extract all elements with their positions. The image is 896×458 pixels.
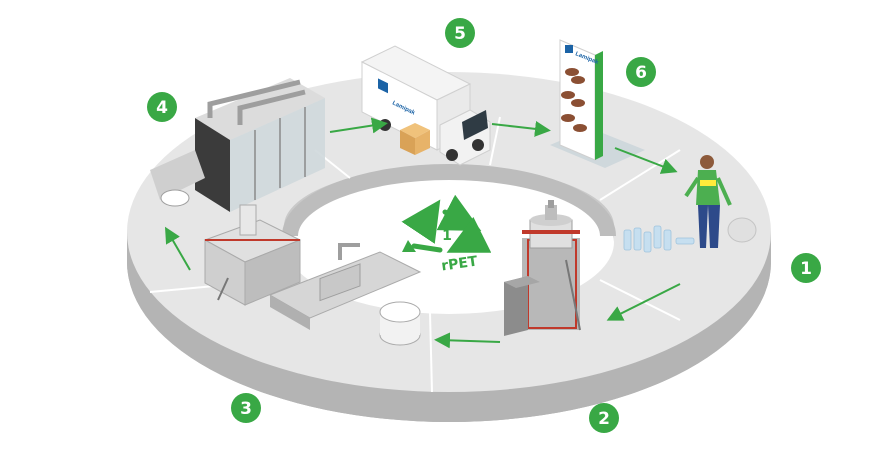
- arrow-6-to-1: [614, 147, 678, 174]
- resin-code: 1: [442, 228, 452, 244]
- reactor-tower: [504, 200, 581, 336]
- bottle-collection: [623, 155, 757, 253]
- svg-text:6: 6: [635, 63, 647, 83]
- display-logo-icon: [565, 45, 573, 53]
- arrow-2-to-3: [434, 332, 501, 349]
- thermoforming-machine: [150, 78, 325, 212]
- step-badge-1: 1: [791, 253, 821, 283]
- delivery-truck: Lamipak: [360, 45, 491, 166]
- product-cups: [561, 68, 587, 132]
- brand-logo-icon: [378, 78, 388, 94]
- step-badge-3: 3: [231, 393, 261, 423]
- svg-text:5: 5: [454, 24, 466, 44]
- step-badge-6: 6: [626, 57, 656, 87]
- arrow-4-to-5: [329, 117, 388, 134]
- retail-display: Lamipak: [550, 39, 645, 168]
- extrusion-line: [203, 204, 422, 346]
- svg-text:3: 3: [240, 399, 252, 419]
- step-badge-5: 5: [445, 18, 475, 48]
- arrow-3-to-4: [164, 226, 191, 271]
- arrow-5-to-6: [491, 120, 551, 137]
- svg-text:4: 4: [156, 98, 168, 118]
- step-badge-2: 2: [589, 403, 619, 433]
- step-badge-4: 4: [147, 92, 177, 122]
- svg-text:1: 1: [800, 259, 812, 279]
- recycle-symbol: 1 rPET: [401, 194, 492, 275]
- material-label: rPET: [440, 254, 479, 275]
- flow-arrows: [164, 117, 681, 349]
- arrow-1-to-2: [606, 283, 681, 321]
- svg-text:2: 2: [598, 409, 610, 429]
- recycle-arrow-icon: [402, 240, 416, 252]
